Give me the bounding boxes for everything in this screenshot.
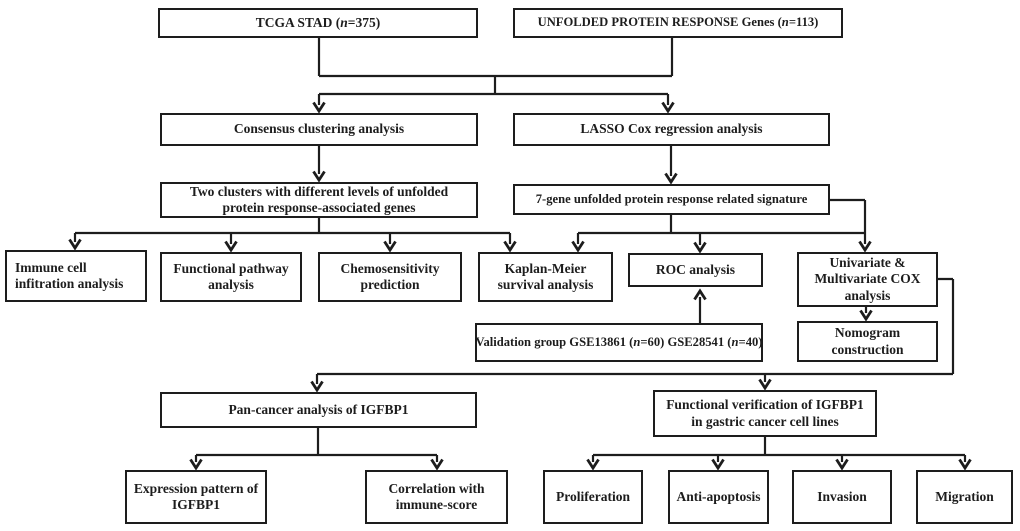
node-functional-pathway: Functional pathway analysis [160,252,302,302]
node-upr-genes: UNFOLDED PROTEIN RESPONSE Genes (n=113) [513,8,843,38]
node-label: Two clusters with different levels of un… [189,183,449,215]
arrowhead-icons [68,101,972,471]
node-invasion: Invasion [792,470,892,524]
node-two-clusters: Two clusters with different levels of un… [160,182,478,218]
node-label: Chemosensitivity prediction [340,260,440,292]
node-cox-analysis: Univariate & Multivariate COX analysis [797,252,938,307]
node-label: Expression pattern of IGFBP1 [133,480,259,512]
node-tcga-stad: TCGA STAD (n=375) [158,8,478,38]
node-chemosensitivity: Chemosensitivity prediction [318,252,462,302]
node-label: Pan-cancer analysis of IGFBP1 [228,401,409,417]
node-label: Nomogram construction [831,325,904,357]
node-functional-verification: Functional verification of IGFBP1 in gas… [653,390,877,437]
node-label: Consensus clustering analysis [233,121,405,137]
node-label: Validation group GSE13861 (n=60) GSE2854… [475,334,763,349]
node-immune-infiltration: Immune cell infitration analysis [5,250,147,302]
node-label: Invasion [817,488,867,504]
node-roc-analysis: ROC analysis [628,253,763,287]
node-label: Anti-apoptosis [676,488,761,504]
node-label: TCGA STAD (n=375) [255,14,381,30]
node-proliferation: Proliferation [543,470,643,524]
node-kaplan-meier: Kaplan-Meier survival analysis [478,252,613,302]
node-pan-cancer: Pan-cancer analysis of IGFBP1 [160,392,477,428]
node-lasso-cox: LASSO Cox regression analysis [513,113,830,146]
node-label: LASSO Cox regression analysis [580,121,763,137]
node-correlation-immune-score: Correlation with immune-score [365,470,508,524]
node-seven-gene-signature: 7-gene unfolded protein response related… [513,184,830,215]
node-label: Functional verification of IGFBP1 in gas… [666,397,864,429]
node-label: ROC analysis [655,261,736,277]
node-label: Functional pathway analysis [173,260,289,292]
node-label: Immune cell infitration analysis [15,259,124,291]
node-label: Kaplan-Meier survival analysis [497,260,594,292]
node-nomogram: Nomogram construction [797,321,938,362]
node-expression-pattern: Expression pattern of IGFBP1 [125,470,267,524]
node-label: Correlation with immune-score [388,480,485,512]
connector-lines [73,38,967,462]
node-anti-apoptosis: Anti-apoptosis [668,470,769,524]
node-label: UNFOLDED PROTEIN RESPONSE Genes (n=113) [537,15,819,30]
node-validation-group: Validation group GSE13861 (n=60) GSE2854… [475,323,763,362]
node-consensus-clustering: Consensus clustering analysis [160,113,478,146]
node-label: 7-gene unfolded protein response related… [535,191,808,206]
node-label: Proliferation [556,488,630,504]
node-label: Migration [935,488,994,504]
node-label: Univariate & Multivariate COX analysis [814,254,921,303]
node-migration: Migration [916,470,1013,524]
